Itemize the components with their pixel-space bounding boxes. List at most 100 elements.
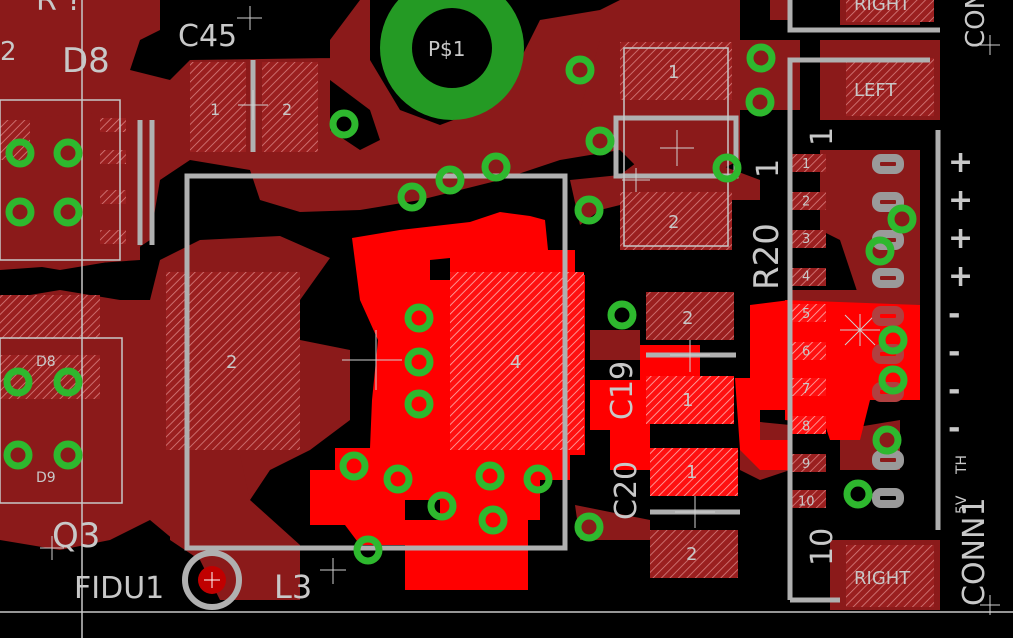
pad-num-c19-1: 1	[682, 390, 693, 411]
conn-pad-number: 6	[802, 345, 810, 360]
via	[5, 197, 35, 227]
label-q3: Q3	[52, 516, 100, 556]
via	[427, 491, 457, 521]
via	[745, 87, 775, 117]
minus-mark: -	[948, 297, 960, 332]
label-top-partial: R ?	[36, 0, 82, 18]
via	[523, 464, 553, 494]
via	[404, 347, 434, 377]
plus-mark: +	[948, 183, 973, 218]
conn-pad-number: 3	[802, 232, 810, 247]
c45-pad-1	[190, 62, 246, 152]
via	[878, 365, 908, 395]
via	[478, 505, 508, 535]
conn-pad-number: 7	[802, 382, 810, 397]
via	[878, 325, 908, 355]
plus-mark: +	[948, 259, 973, 294]
via	[712, 153, 742, 183]
pad-num-c20-1: 1	[686, 462, 697, 483]
via	[53, 440, 83, 470]
via	[397, 182, 427, 212]
label-right-top: RIGHT	[854, 0, 911, 15]
conn-pad-number: 4	[802, 270, 810, 285]
pad-num-r20-2: 2	[668, 212, 679, 233]
label-top-left-partial: 2	[0, 37, 17, 67]
c20-pad-2	[650, 530, 738, 578]
r20-pad-2	[620, 192, 732, 250]
via	[404, 303, 434, 333]
via	[53, 367, 83, 397]
l3-pad-4	[450, 272, 584, 450]
label-l3: L3	[274, 568, 312, 606]
vias	[3, 43, 917, 565]
via	[585, 126, 615, 156]
via	[607, 300, 637, 330]
conn-pad-number: 9	[802, 457, 810, 472]
silkscreen-outlines	[137, 0, 941, 603]
fiducial-fidu1	[182, 550, 242, 610]
via	[865, 236, 895, 266]
conn-right-bottom-pad	[846, 545, 934, 607]
label-right-bottom: RIGHT	[854, 568, 911, 589]
conn-pad-number: 2	[802, 195, 810, 210]
via	[3, 440, 33, 470]
label-5v: 5V	[954, 495, 970, 514]
label-r20: R20	[747, 223, 787, 290]
label-th: TH	[954, 455, 970, 475]
via	[481, 152, 511, 182]
pad-num-c20-2: 2	[686, 544, 697, 565]
label-d9-small: D9	[36, 470, 56, 486]
plus-mark: +	[948, 145, 973, 180]
via	[339, 451, 369, 481]
label-c20: C20	[609, 461, 644, 520]
via	[5, 138, 35, 168]
origin-markers	[40, 6, 1000, 615]
minus-mark: -	[948, 373, 960, 408]
via	[353, 535, 383, 565]
minus-mark: -	[948, 335, 960, 370]
label-left: LEFT	[854, 80, 897, 101]
c19-pad-1	[646, 376, 734, 424]
label-conn-top: CONN	[961, 0, 991, 48]
conn-pad-number: 5	[802, 307, 810, 322]
via	[475, 461, 505, 491]
pad-num-c45-2: 2	[282, 100, 292, 119]
via	[872, 425, 902, 455]
label-conn-pin10: 10	[805, 528, 840, 566]
via	[574, 512, 604, 542]
via	[329, 109, 359, 139]
c45-pad-2	[262, 62, 318, 152]
via	[565, 55, 595, 85]
via	[53, 197, 83, 227]
conn-pad-number: 1	[802, 157, 810, 172]
label-d8: D8	[62, 41, 110, 81]
pad-num-l3-4: 4	[510, 352, 521, 373]
minus-mark: -	[948, 411, 960, 446]
via	[383, 464, 413, 494]
via	[3, 367, 33, 397]
via	[887, 204, 917, 234]
pad-num-r20-1: 1	[668, 62, 679, 83]
label-conn1: CONN1	[957, 497, 992, 606]
label-ps1: P$1	[428, 37, 466, 61]
mounting-hole-ps1	[380, 0, 524, 120]
label-fidu1: FIDU1	[74, 571, 164, 606]
conn-pad-number: 8	[802, 420, 810, 435]
pad-num-c45-1: 1	[210, 100, 220, 119]
via	[574, 195, 604, 225]
label-d8-small: D8	[36, 354, 56, 370]
via	[435, 165, 465, 195]
via	[404, 389, 434, 419]
via	[53, 138, 83, 168]
plus-mark: +	[948, 221, 973, 256]
pad-num-c19-2: 2	[682, 308, 693, 329]
c19-pad-2	[646, 292, 734, 340]
conn-right-top-pad	[846, 0, 934, 22]
pad-num-l3-2: 2	[226, 352, 237, 373]
label-r20-pin1: 1	[751, 159, 786, 178]
via	[843, 479, 873, 509]
label-c45: C45	[178, 19, 237, 54]
r20-pad-1	[620, 42, 732, 100]
label-c19: C19	[605, 361, 640, 420]
